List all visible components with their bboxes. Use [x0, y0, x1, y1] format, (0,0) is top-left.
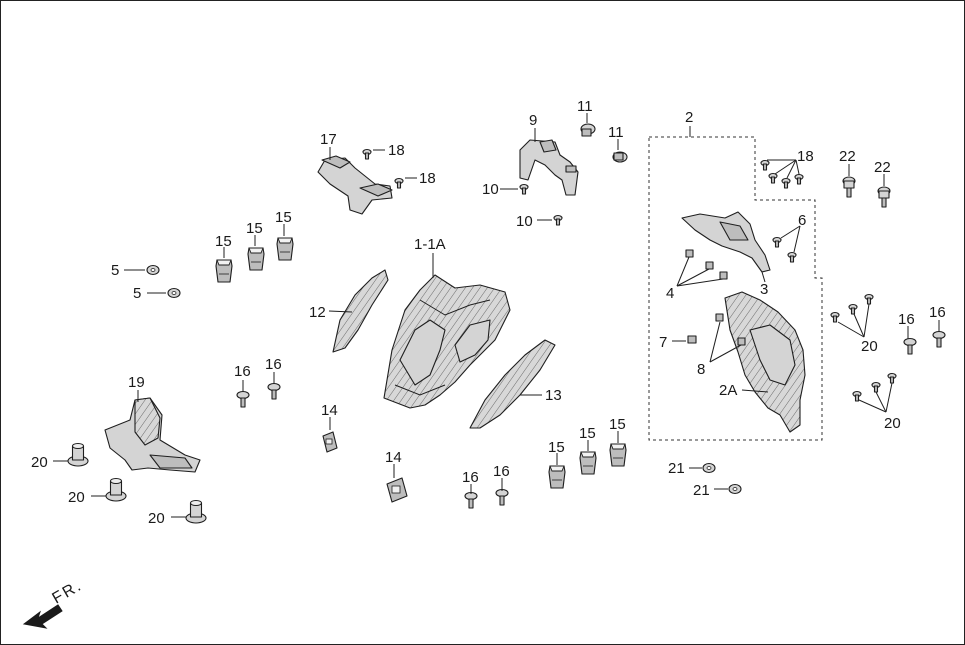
part-bolt-20b[interactable]	[105, 477, 127, 502]
callout-18c: 18	[797, 148, 814, 165]
part-screw-6b[interactable]	[787, 251, 797, 263]
part-front-cover[interactable]	[383, 274, 511, 409]
callout-10b: 10	[516, 213, 533, 230]
callout-22b: 22	[874, 159, 891, 176]
callout-17: 17	[320, 131, 337, 148]
part-upper-bracket[interactable]	[317, 155, 393, 215]
part-bolt-22b[interactable]	[877, 186, 891, 208]
callout-12: 12	[309, 304, 326, 321]
part-bolt-20a[interactable]	[67, 442, 89, 467]
part-nuts-4[interactable]	[685, 249, 728, 280]
callout-16b: 16	[265, 356, 282, 373]
part-clip-15b[interactable]	[247, 247, 265, 271]
part-rivet-16a[interactable]	[236, 390, 250, 408]
callout-9: 9	[529, 112, 537, 129]
callout-2: 2	[685, 109, 693, 126]
part-rivet-16f[interactable]	[932, 330, 946, 348]
part-washer-21b[interactable]	[728, 483, 742, 495]
callout-15a: 15	[215, 233, 232, 250]
callout-15d: 15	[548, 439, 565, 456]
callout-20c: 20	[148, 510, 165, 527]
callout-20d: 20	[861, 338, 878, 355]
part-rivet-16e[interactable]	[903, 337, 917, 355]
callout-22a: 22	[839, 148, 856, 165]
part-rivet-16c[interactable]	[464, 491, 478, 509]
callout-14a: 14	[321, 402, 338, 419]
part-bolt-20c[interactable]	[185, 499, 207, 524]
part-nuts-8[interactable]	[715, 313, 746, 346]
callout-18a: 18	[388, 142, 405, 159]
part-screw-10b[interactable]	[553, 214, 563, 226]
callout-16c: 16	[462, 469, 479, 486]
part-bolt-22a[interactable]	[842, 176, 856, 198]
part-screw-18a[interactable]	[362, 148, 372, 160]
callout-5a: 5	[111, 262, 119, 279]
part-screw-6a[interactable]	[772, 236, 782, 248]
part-mount-bracket[interactable]	[519, 139, 579, 196]
callout-20a: 20	[31, 454, 48, 471]
callout-13: 13	[545, 387, 562, 404]
part-nut-7[interactable]	[687, 335, 697, 344]
callout-18b: 18	[419, 170, 436, 187]
callout-11b: 11	[608, 124, 624, 141]
part-clip-nut-14a[interactable]	[322, 431, 338, 453]
part-upper-frame-3[interactable]	[681, 211, 771, 273]
part-washer-5b[interactable]	[167, 287, 181, 299]
callout-16e: 16	[898, 311, 915, 328]
callout-15e: 15	[579, 425, 596, 442]
callout-10a: 10	[482, 181, 499, 198]
part-washer-21a[interactable]	[702, 462, 716, 474]
callout-15c: 15	[275, 209, 292, 226]
callout-3: 3	[760, 281, 768, 298]
part-inner-bracket[interactable]	[104, 397, 201, 473]
part-right-side-panel[interactable]	[469, 339, 556, 429]
callout-16a: 16	[234, 363, 251, 380]
part-bolt-11b[interactable]	[612, 151, 628, 163]
front-direction-label: FR.	[50, 577, 86, 608]
part-clip-15e[interactable]	[579, 451, 597, 475]
part-left-side-panel[interactable]	[332, 269, 389, 353]
callout-4: 4	[666, 285, 674, 302]
callout-21b: 21	[693, 482, 710, 499]
callout-5b: 5	[133, 285, 141, 302]
part-clip-15f[interactable]	[609, 443, 627, 467]
part-rivet-16b[interactable]	[267, 382, 281, 400]
part-screw-10a[interactable]	[519, 183, 529, 195]
callout-6: 6	[798, 212, 806, 229]
assembly-2-outline	[648, 136, 823, 441]
callout-15f: 15	[609, 416, 626, 433]
part-clip-15d[interactable]	[548, 465, 566, 489]
part-clip-15a[interactable]	[215, 259, 233, 283]
callout-7: 7	[659, 334, 667, 351]
part-washer-5a[interactable]	[146, 264, 160, 276]
callout-11a: 11	[577, 98, 593, 115]
part-bolt-11a[interactable]	[580, 123, 596, 137]
callout-8: 8	[697, 361, 705, 378]
callout-16d: 16	[493, 463, 510, 480]
callout-20e: 20	[884, 415, 901, 432]
callout-21a: 21	[668, 460, 685, 477]
part-clip-nut-14b[interactable]	[386, 477, 408, 503]
callout-16f: 16	[929, 304, 946, 321]
callout-15b: 15	[246, 220, 263, 237]
part-rivet-16d[interactable]	[495, 488, 509, 506]
callout-19: 19	[128, 374, 145, 391]
callout-2a: 2A	[719, 382, 737, 399]
callout-14b: 14	[385, 449, 402, 466]
part-lower-frame-2a[interactable]	[724, 291, 806, 433]
part-clip-15c[interactable]	[276, 237, 294, 261]
callout-1-1a: 1-1A	[414, 236, 446, 253]
front-direction-arrow	[22, 604, 63, 629]
callout-20b: 20	[68, 489, 85, 506]
part-screw-18b[interactable]	[394, 177, 404, 189]
